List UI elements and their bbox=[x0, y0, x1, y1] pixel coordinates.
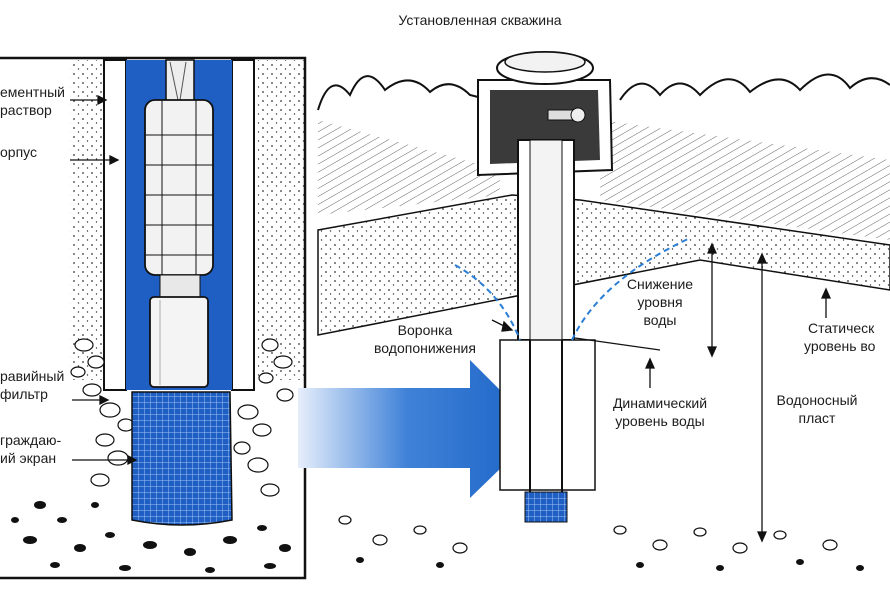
gravel-bottom bbox=[11, 501, 291, 573]
label-gravel-line2: фильтр bbox=[0, 386, 48, 402]
label-gravel-line1: равийный bbox=[0, 368, 65, 384]
diagram-title: Установленная скважина bbox=[398, 12, 562, 28]
vegetation bbox=[317, 73, 890, 111]
well-screen bbox=[131, 391, 233, 526]
right-landscape bbox=[317, 51, 890, 571]
label-drawdown-line1: Снижение bbox=[626, 276, 694, 292]
label-cement-line2: раствор bbox=[0, 102, 52, 118]
transition-arrow bbox=[298, 360, 540, 498]
submersible-pump bbox=[144, 99, 214, 388]
label-dynamic-line2: уровень воды bbox=[615, 413, 705, 429]
label-drawdown-line3: воды bbox=[643, 312, 677, 328]
label-aquifer-line2: пласт bbox=[798, 410, 836, 426]
label-cone-line2: водопонижения bbox=[374, 340, 476, 356]
label-static-line2: уровень во bbox=[804, 338, 876, 354]
label-cement-line1: ементный bbox=[0, 84, 65, 100]
left-cross-section bbox=[0, 56, 307, 580]
casing-left-wall bbox=[103, 59, 127, 391]
label-screen-line2: ий экран bbox=[0, 450, 57, 466]
label-cone-line1: Воронка bbox=[397, 322, 453, 338]
well-screen-small bbox=[524, 491, 568, 523]
label-aquifer-line1: Водоносный bbox=[776, 392, 858, 408]
cone-of-depression bbox=[454, 237, 691, 341]
gravel-filter bbox=[70, 338, 294, 497]
label-drawdown-line2: уровня bbox=[637, 294, 683, 310]
label-casing: орпус bbox=[0, 144, 37, 160]
aquifer-pipe bbox=[499, 339, 596, 491]
label-dynamic-line1: Динамический bbox=[612, 395, 708, 411]
label-screen-line1: граждаю- bbox=[0, 432, 62, 448]
left-frame bbox=[0, 56, 307, 580]
label-static-line1: Статическ bbox=[808, 320, 875, 336]
casing-right-wall bbox=[231, 59, 255, 391]
